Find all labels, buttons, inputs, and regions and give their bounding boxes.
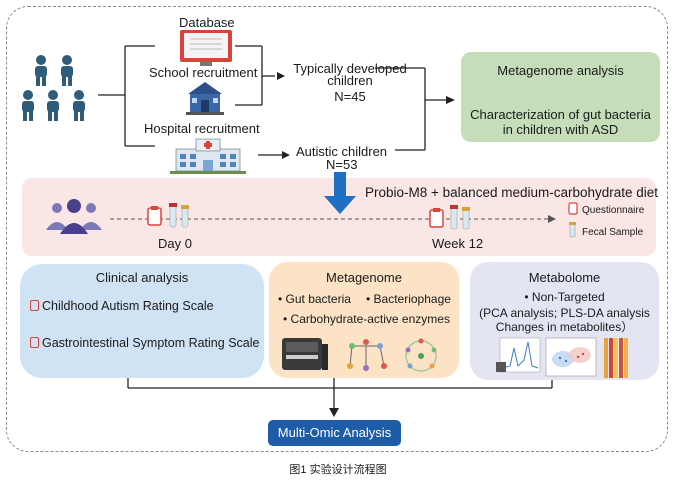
metagenome-item-3: • Carbohydrate-active enzymes bbox=[283, 312, 450, 326]
typical-children-line2: children bbox=[327, 73, 373, 88]
recruitment-bracket bbox=[98, 45, 446, 156]
legend-fecal-sample: Fecal Sample bbox=[582, 227, 644, 238]
child-icon-3 bbox=[22, 90, 34, 121]
database-label: Database bbox=[179, 15, 235, 30]
metabolome-item-1: • Non-Targeted bbox=[524, 290, 605, 304]
school-recruitment-label: School recruitment bbox=[149, 65, 258, 80]
clinical-item-1: Childhood Autism Rating Scale bbox=[30, 299, 214, 314]
outer-frame bbox=[6, 6, 668, 452]
intervention-title: Probio-M8 + balanced medium-carbohydrate… bbox=[365, 185, 659, 200]
metabolome-item-3: Changes in metabolites） bbox=[495, 320, 634, 334]
clipboard-icon bbox=[30, 300, 39, 311]
arrow-head-metagenome bbox=[446, 96, 455, 104]
children-icons bbox=[22, 55, 85, 121]
figure-caption: 图1 实验设计流程图 bbox=[289, 464, 387, 476]
hospital-icon bbox=[170, 138, 246, 174]
clinical-title: Clinical analysis bbox=[95, 270, 189, 285]
autistic-children-n: N=53 bbox=[326, 157, 358, 172]
multi-omic-analysis-box: Multi-Omic Analysis bbox=[268, 420, 401, 446]
typical-children-n: N=45 bbox=[334, 89, 366, 104]
metagenome-item-1: • Gut bacteria bbox=[278, 292, 351, 306]
day0-label: Day 0 bbox=[158, 236, 192, 251]
metabolome-title: Metabolome bbox=[528, 270, 601, 285]
week12-label: Week 12 bbox=[432, 236, 484, 251]
metabolome-item-2: (PCA analysis; PLS-DA analysis bbox=[479, 306, 650, 320]
clinical-item-2: Gastrointestinal Symptom Rating Scale bbox=[30, 336, 259, 351]
school-icon bbox=[186, 82, 224, 115]
typical-children-line1: Typically developed bbox=[293, 61, 407, 76]
metagenome-analysis-title: Metagenome analysis bbox=[497, 63, 624, 78]
enzyme-network-icon bbox=[405, 338, 437, 372]
metagenome-item-2: • Bacteriophage bbox=[366, 292, 451, 306]
child-icon-2 bbox=[61, 55, 73, 86]
hospital-recruitment-label: Hospital recruitment bbox=[144, 121, 260, 136]
pca-plot-icon bbox=[545, 337, 597, 377]
sequencer-icon bbox=[282, 338, 328, 370]
clinical-analysis-box bbox=[20, 264, 264, 378]
clipboard-icon bbox=[30, 337, 39, 348]
child-icon-4 bbox=[47, 90, 59, 121]
autistic-children-label: Autistic children bbox=[296, 144, 388, 159]
arrow-head-autistic bbox=[282, 151, 290, 159]
phage-icon bbox=[347, 339, 387, 371]
child-icon-1 bbox=[35, 55, 47, 86]
arrow-head-typical bbox=[277, 72, 285, 80]
metagenome-analysis-box bbox=[461, 52, 660, 142]
metagenome-title: Metagenome bbox=[326, 270, 402, 285]
metagenome-analysis-line1: Characterization of gut bacteria bbox=[470, 107, 651, 122]
child-icon-5 bbox=[73, 90, 85, 121]
chromatogram-icon bbox=[496, 337, 541, 373]
metagenome-analysis-line2: in children with ASD bbox=[502, 122, 619, 137]
database-icon bbox=[180, 30, 232, 66]
legend-questionnaire: Questionnaire bbox=[582, 205, 645, 216]
heatmap-icon bbox=[604, 338, 628, 378]
